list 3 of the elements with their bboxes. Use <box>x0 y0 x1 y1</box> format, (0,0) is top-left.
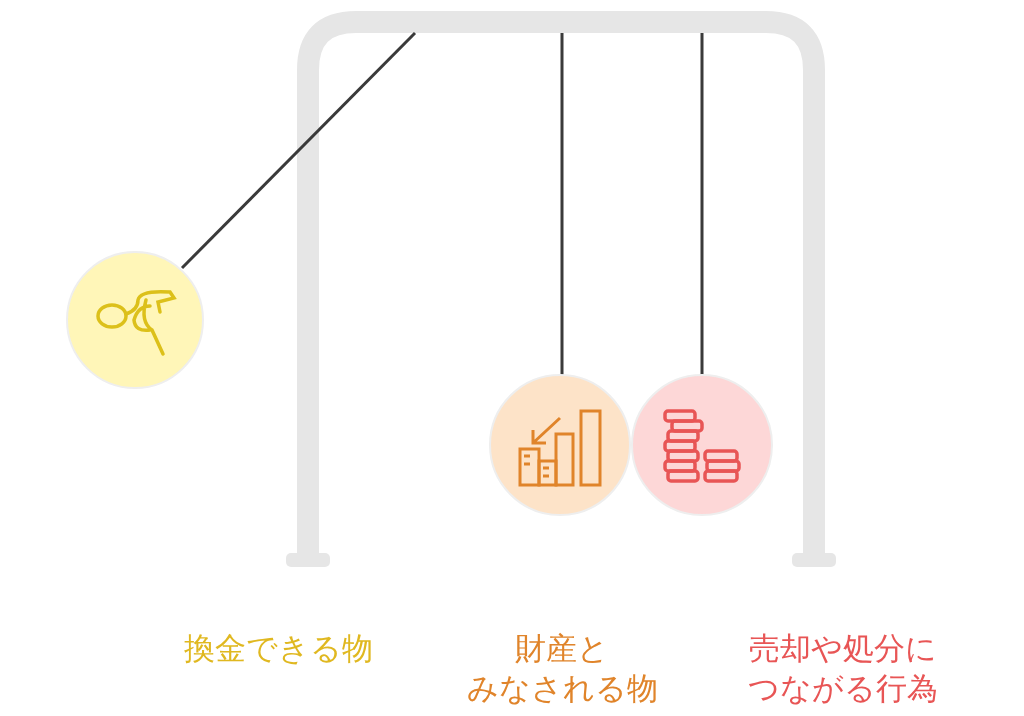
caption-text: 換金できる物 <box>183 629 373 668</box>
caption-text: 財産とみなされる物 <box>466 629 658 708</box>
caption-text: 売却や処分につながる行為 <box>748 629 938 708</box>
